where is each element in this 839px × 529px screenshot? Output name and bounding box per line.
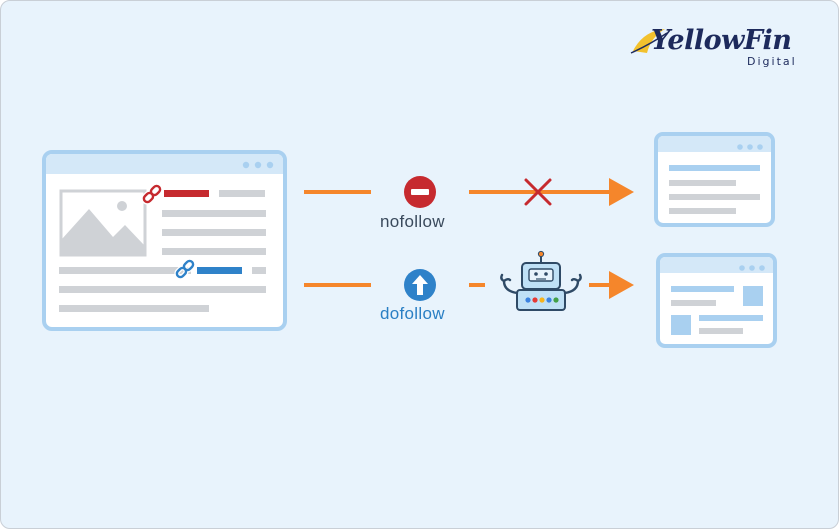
nofollow-link-icon	[141, 183, 163, 205]
dofollow-link-icon	[174, 258, 196, 280]
logo-sub: Digital	[747, 55, 797, 68]
yellowfin-logo: YellowFin Digital	[629, 23, 799, 71]
source-page-window	[42, 150, 287, 331]
nofollow-path	[304, 176, 634, 208]
nofollow-target-window	[654, 132, 775, 227]
dofollow-path	[304, 250, 634, 311]
logo-fin-icon	[630, 29, 668, 54]
up-arrow-icon	[404, 269, 436, 301]
image-placeholder-icon	[59, 189, 147, 257]
cross-icon	[524, 178, 552, 206]
no-entry-icon	[404, 176, 436, 208]
robot-icon	[500, 250, 582, 311]
logo-name: YellowFin	[651, 25, 792, 56]
dofollow-target-window	[656, 253, 777, 348]
dofollow-label: dofollow	[380, 304, 445, 323]
nofollow-label: nofollow	[380, 212, 445, 231]
